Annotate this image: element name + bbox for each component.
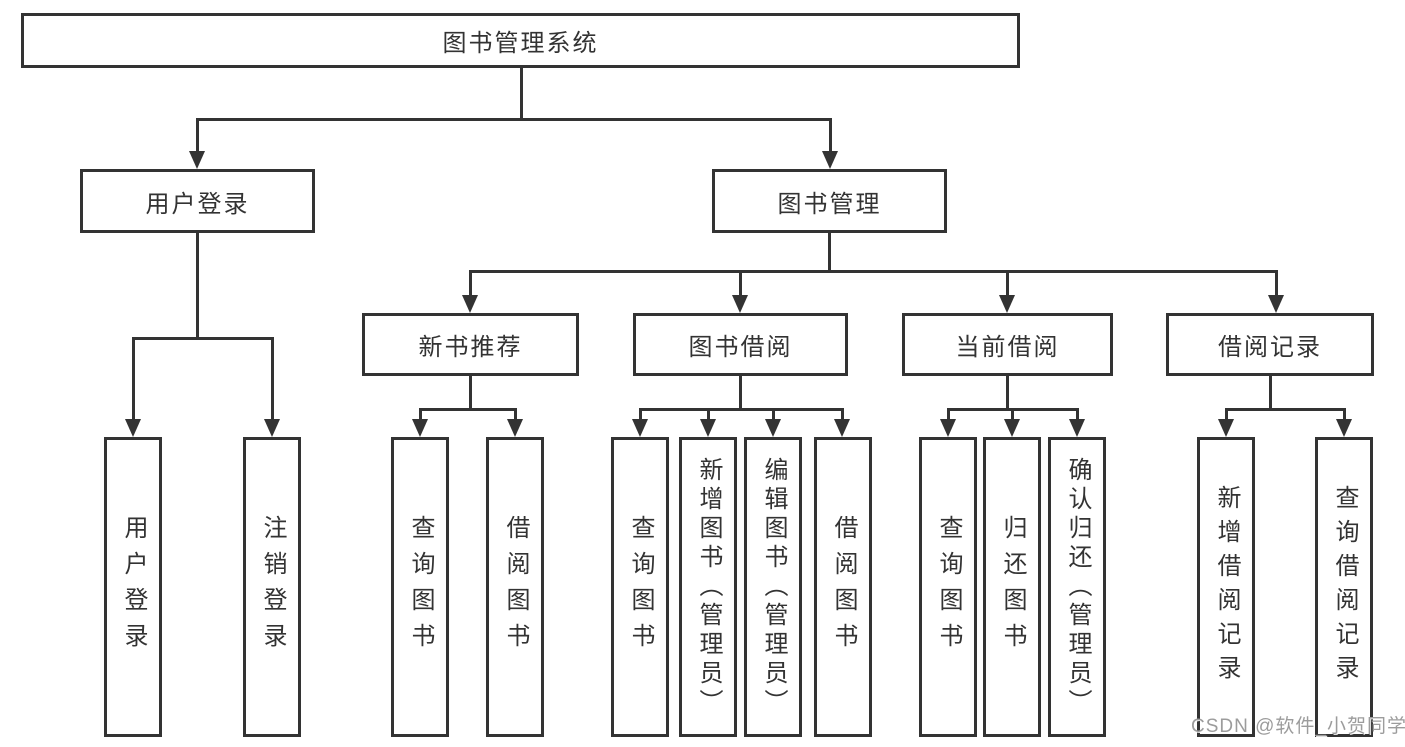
leaf-logout-login: 注销登录 bbox=[243, 437, 301, 737]
connector-vline bbox=[772, 408, 775, 419]
connector-vline bbox=[520, 68, 523, 118]
leaf-borrow-edit-books-admin: 编辑图书（管理员） bbox=[744, 437, 802, 737]
connector-vline bbox=[1269, 376, 1272, 408]
connector-vline bbox=[1006, 376, 1009, 408]
node-root: 图书管理系统 bbox=[21, 13, 1020, 68]
connector-vline bbox=[132, 337, 135, 419]
node-book-management: 图书管理 bbox=[712, 169, 947, 233]
connector-vline bbox=[1343, 408, 1346, 419]
connector-arrowhead bbox=[462, 295, 478, 313]
connector-arrowhead bbox=[264, 419, 280, 437]
connector-arrowhead bbox=[700, 419, 716, 437]
connector-vline bbox=[947, 408, 950, 419]
connector-vline bbox=[469, 376, 472, 408]
connector-hline bbox=[132, 337, 274, 340]
connector-arrowhead bbox=[632, 419, 648, 437]
connector-vline bbox=[739, 270, 742, 295]
connector-arrowhead bbox=[1268, 295, 1284, 313]
leaf-recommend-borrow-books: 借阅图书 bbox=[486, 437, 544, 737]
connector-hline bbox=[469, 270, 1278, 273]
connector-arrowhead bbox=[1336, 419, 1352, 437]
connector-vline bbox=[739, 376, 742, 408]
connector-vline bbox=[469, 270, 472, 295]
connector-vline bbox=[419, 408, 422, 419]
connector-vline bbox=[196, 233, 199, 337]
connector-arrowhead bbox=[822, 151, 838, 169]
leaf-current-return-books: 归还图书 bbox=[983, 437, 1041, 737]
leaf-user-login: 用户登录 bbox=[104, 437, 162, 737]
csdn-watermark: CSDN @软件_小贺同学 bbox=[1191, 716, 1405, 737]
leaf-current-query-books: 查询图书 bbox=[919, 437, 977, 737]
connector-vline bbox=[1006, 270, 1009, 295]
node-current-borrow: 当前借阅 bbox=[902, 313, 1113, 376]
node-book-borrow: 图书借阅 bbox=[633, 313, 848, 376]
connector-vline bbox=[271, 337, 274, 419]
connector-hline bbox=[639, 408, 844, 411]
connector-arrowhead bbox=[412, 419, 428, 437]
connector-arrowhead bbox=[940, 419, 956, 437]
leaf-borrow-query-books: 查询图书 bbox=[611, 437, 669, 737]
connector-arrowhead bbox=[1218, 419, 1234, 437]
leaf-records-add-record: 新增借阅记录 bbox=[1197, 437, 1255, 737]
connector-hline bbox=[419, 408, 517, 411]
connector-arrowhead bbox=[834, 419, 850, 437]
node-new-book-recommend: 新书推荐 bbox=[362, 313, 579, 376]
leaf-borrow-add-books-admin: 新增图书（管理员） bbox=[679, 437, 737, 737]
connector-vline bbox=[514, 408, 517, 419]
connector-vline bbox=[639, 408, 642, 419]
connector-arrowhead bbox=[1004, 419, 1020, 437]
leaf-current-confirm-return-admin: 确认归还（管理员） bbox=[1048, 437, 1106, 737]
connector-vline bbox=[828, 233, 831, 270]
node-user-login: 用户登录 bbox=[80, 169, 315, 233]
leaf-recommend-query-books: 查询图书 bbox=[391, 437, 449, 737]
leaf-borrow-borrow-books: 借阅图书 bbox=[814, 437, 872, 737]
connector-arrowhead bbox=[189, 151, 205, 169]
connector-arrowhead bbox=[999, 295, 1015, 313]
connector-arrowhead bbox=[1069, 419, 1085, 437]
connector-arrowhead bbox=[765, 419, 781, 437]
connector-vline bbox=[1275, 270, 1278, 295]
node-borrow-records: 借阅记录 bbox=[1166, 313, 1374, 376]
connector-arrowhead bbox=[732, 295, 748, 313]
connector-hline bbox=[1225, 408, 1345, 411]
connector-vline bbox=[196, 118, 199, 151]
connector-vline bbox=[829, 118, 832, 151]
connector-vline bbox=[1225, 408, 1228, 419]
connector-arrowhead bbox=[125, 419, 141, 437]
connector-vline bbox=[1011, 408, 1014, 419]
connector-hline bbox=[196, 118, 832, 121]
connector-vline bbox=[841, 408, 844, 419]
connector-vline bbox=[1076, 408, 1079, 419]
connector-vline bbox=[707, 408, 710, 419]
connector-arrowhead bbox=[507, 419, 523, 437]
leaf-records-query-record: 查询借阅记录 bbox=[1315, 437, 1373, 737]
